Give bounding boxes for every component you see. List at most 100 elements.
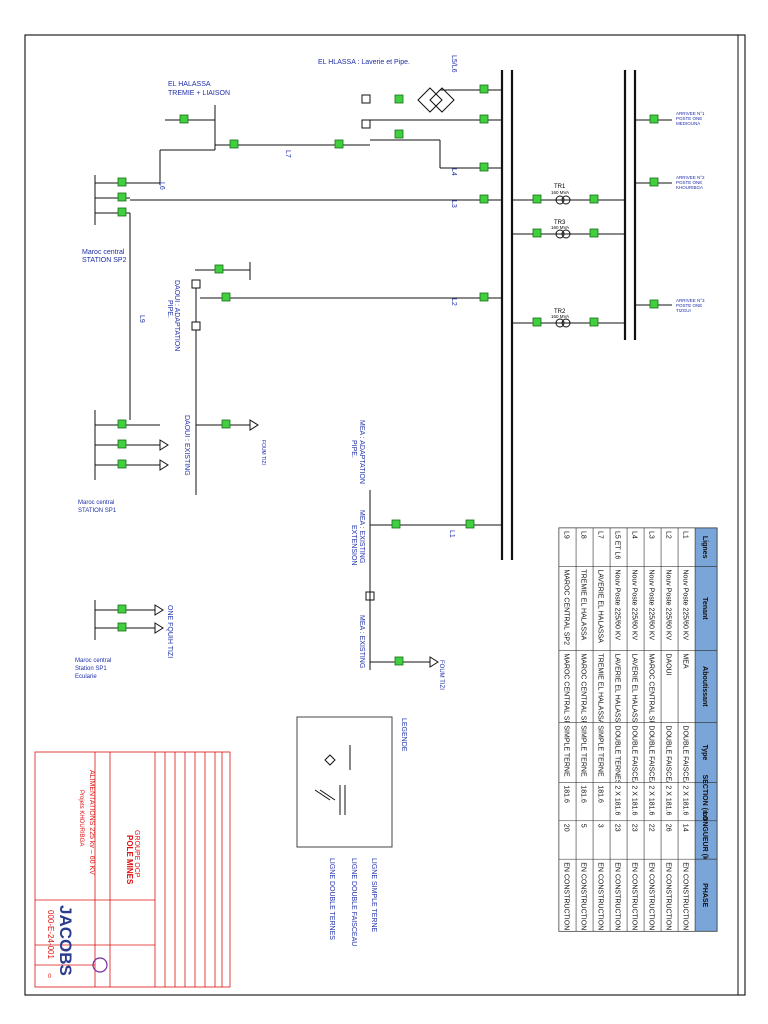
table-cell-text: Nouv Poste 225/60 KV (614, 569, 621, 640)
line-l2-label: L2 (450, 298, 457, 306)
mea-existing-label: MEA : EXISTING (358, 615, 365, 668)
legend-double-ternes: LIGNE DOUBLE TERNES (328, 858, 335, 940)
line-l6-label: L6 (158, 182, 165, 190)
table-cell-text: SIMPLE TERNE (563, 725, 570, 777)
line-l9-label: L9 (138, 315, 145, 323)
project-subtitle: Projets KHOURIBGA (78, 790, 84, 846)
table-cell-text: EN CONSTRUCTION (648, 862, 655, 930)
arrivee1-site: MEDIOUNA (676, 121, 700, 126)
transformer-tr3: TR3 160 MVA (512, 220, 625, 239)
project-title: ALIMENTATIONS 225 kv – 60 KV (88, 770, 95, 875)
arrivee1-poste: POSTE ONE (676, 116, 702, 121)
legend-title: LEGENDE (400, 718, 407, 752)
foum-tizi-mea-label: FOUM TIZI (438, 660, 444, 690)
table-cell-text: SIMPLE TERNE (597, 725, 604, 777)
mea-extension-label: EXTENSION (350, 525, 357, 565)
legend-double-faisceau: LIGNE DOUBLE FAISCEAU (350, 858, 357, 946)
table-header-label: LONGUEUR (km) (701, 812, 708, 869)
pole-label: POLE MINES (125, 835, 134, 885)
feeders-60kv (130, 84, 502, 529)
tr3-label: TR3 (554, 220, 566, 226)
table-cell-text: LAVERIE EL HALASSA (597, 569, 604, 643)
maroc-central-sp1: Maroc central STATION SP1 (78, 410, 169, 514)
arrivee-1: ARRIVEE N°1 POSTE ONE MEDIOUNA (635, 111, 705, 126)
revision-number: 0 (48, 974, 52, 980)
el-hlassa-laverie: EL HLASSA : Laverie et Pipe. (318, 59, 455, 168)
arrivee-3: ARRIVEE N°3 POSTE ONE TIZGUI (635, 298, 705, 313)
table-cell-text: 26 (665, 824, 672, 832)
table-cell-text: 3 (597, 824, 604, 828)
sp1-station-label: STATION SP1 (78, 508, 117, 514)
line-l1-label: L1 (448, 530, 455, 538)
tr1-label: TR1 (554, 184, 566, 190)
table-cell-text: DOUBLE FAISCEAU (631, 725, 638, 790)
table-cell-text: L8 (580, 531, 587, 539)
foum-tizi-daoui-label: FOUM TIZI (260, 440, 266, 465)
table-cell-text: DOUBLE FAISCEAU (648, 725, 655, 790)
daoui-adaptation-pipe-label: PIPE. (166, 300, 173, 318)
daoui-adaptation-label: DAOUI : ADAPTATION (173, 280, 180, 351)
table-cell-text: TREMIE EL HALASSA (597, 653, 604, 724)
mea-existing-ext-label: MEA : EXISTING (358, 510, 365, 563)
table-cell-text: L5 ET L6 (614, 531, 621, 559)
sp1e-label: Maroc central (75, 658, 111, 664)
table-cell-text: DOUBLE TERNES (614, 725, 621, 784)
table-cell-text: MEA (682, 653, 689, 669)
table-cell-text: 2 X 181.6 (614, 785, 621, 815)
tr1-rating: 160 MVA (551, 190, 569, 195)
daoui-adaptation: DAOUI : ADAPTATION PIPE. (166, 262, 251, 495)
table-cell-text: L2 (665, 531, 672, 539)
table-cell-text: 2 X 181.6 (631, 785, 638, 815)
maroc-central-sp2: Maroc central STATION SP2 (82, 175, 160, 420)
mea-adaptation-pipe-label: PIPE. (350, 440, 357, 458)
el-hlassa-laverie-label: EL HLASSA : Laverie et Pipe. (318, 59, 410, 66)
arrivee3-poste: POSTE ONE (676, 303, 702, 308)
table-cell-text: Nouv Poste 225/60 KV (648, 569, 655, 640)
jacobs-logo: JACOBS (56, 905, 75, 976)
arrivee1-label: ARRIVEE N°1 (676, 111, 705, 116)
table-cell-text: EN CONSTRUCTION (682, 862, 689, 930)
table-cell-text: Nouv Poste 225/60 KV (631, 569, 638, 640)
table-cell-text: Nouv Poste 225/60 KV (682, 569, 689, 640)
table-cell (558, 858, 577, 932)
table-cell-text: DOUBLE FAISCEAU (665, 725, 672, 790)
table-header-label: PHASE (701, 883, 708, 907)
revision-rows (164, 752, 223, 987)
daoui-existing: DAOUI : EXISTING FOUM TIZI (183, 415, 266, 476)
tr3-rating: 160 MVA (551, 225, 569, 230)
table-cell-text: L9 (563, 531, 570, 539)
one-fquih-tizi: ONE FQUIH TIZI Maroc central Station SP1… (75, 600, 173, 680)
table-cell-text: 5 (580, 824, 587, 828)
mea-adaptation-label: MEA : ADAPTATION (358, 420, 365, 484)
sp2-label: Maroc central (82, 249, 125, 256)
tremie-liaison-label: TREMIE + LIAISON (168, 90, 230, 97)
table-cell-text: L7 (597, 531, 604, 539)
table-cell-text: Nouv Poste 225/60 KV (665, 569, 672, 640)
transformer-tr1: TR1 160 MVA (512, 184, 625, 205)
table-cell-text: 2 X 181.6 (682, 785, 689, 815)
table-cell-text: LAVERIE EL HALASSA (631, 653, 638, 727)
el-halassa-label: EL HALASSA (168, 81, 211, 88)
group-label: GROUPE OCP (133, 830, 140, 878)
table-header-label: SECTION (mm2) (701, 775, 708, 829)
table-cell-text: 20 (563, 824, 570, 832)
table-cell-text: SIMPLE TERNE (580, 725, 587, 777)
table-cell-text: 181.6 (580, 785, 587, 803)
sheet-border (24, 34, 746, 996)
table-cell-text: 181.6 (597, 785, 604, 803)
tr2-label: TR2 (554, 309, 566, 315)
table-cell-text: MAROC CENTRAL SP2 (563, 569, 570, 645)
table-cell-text: LAVERIE EL HALASSA (614, 653, 621, 727)
line-l7-label: L7 (284, 150, 291, 158)
table-cell-text: 23 (631, 824, 638, 832)
arrivee3-site: TIZGUI (676, 308, 691, 313)
one-fquih-label: ONE FQUIH TIZI (166, 605, 173, 658)
table-cell-text: MAROC CENTRAL SP1 (563, 653, 570, 729)
table-header-label: Lignes (701, 536, 708, 559)
table-cell-text: DOUBLE FAISCEAU (682, 725, 689, 790)
table-cell-text: MAROC CENTRAL SP2 (648, 653, 655, 729)
sp2-station-label: STATION SP2 (82, 257, 127, 264)
table-cell-text: 22 (648, 824, 655, 832)
title-block: JACOBS GROUPE OCP POLE MINES ALIMENTATIO… (34, 751, 231, 988)
